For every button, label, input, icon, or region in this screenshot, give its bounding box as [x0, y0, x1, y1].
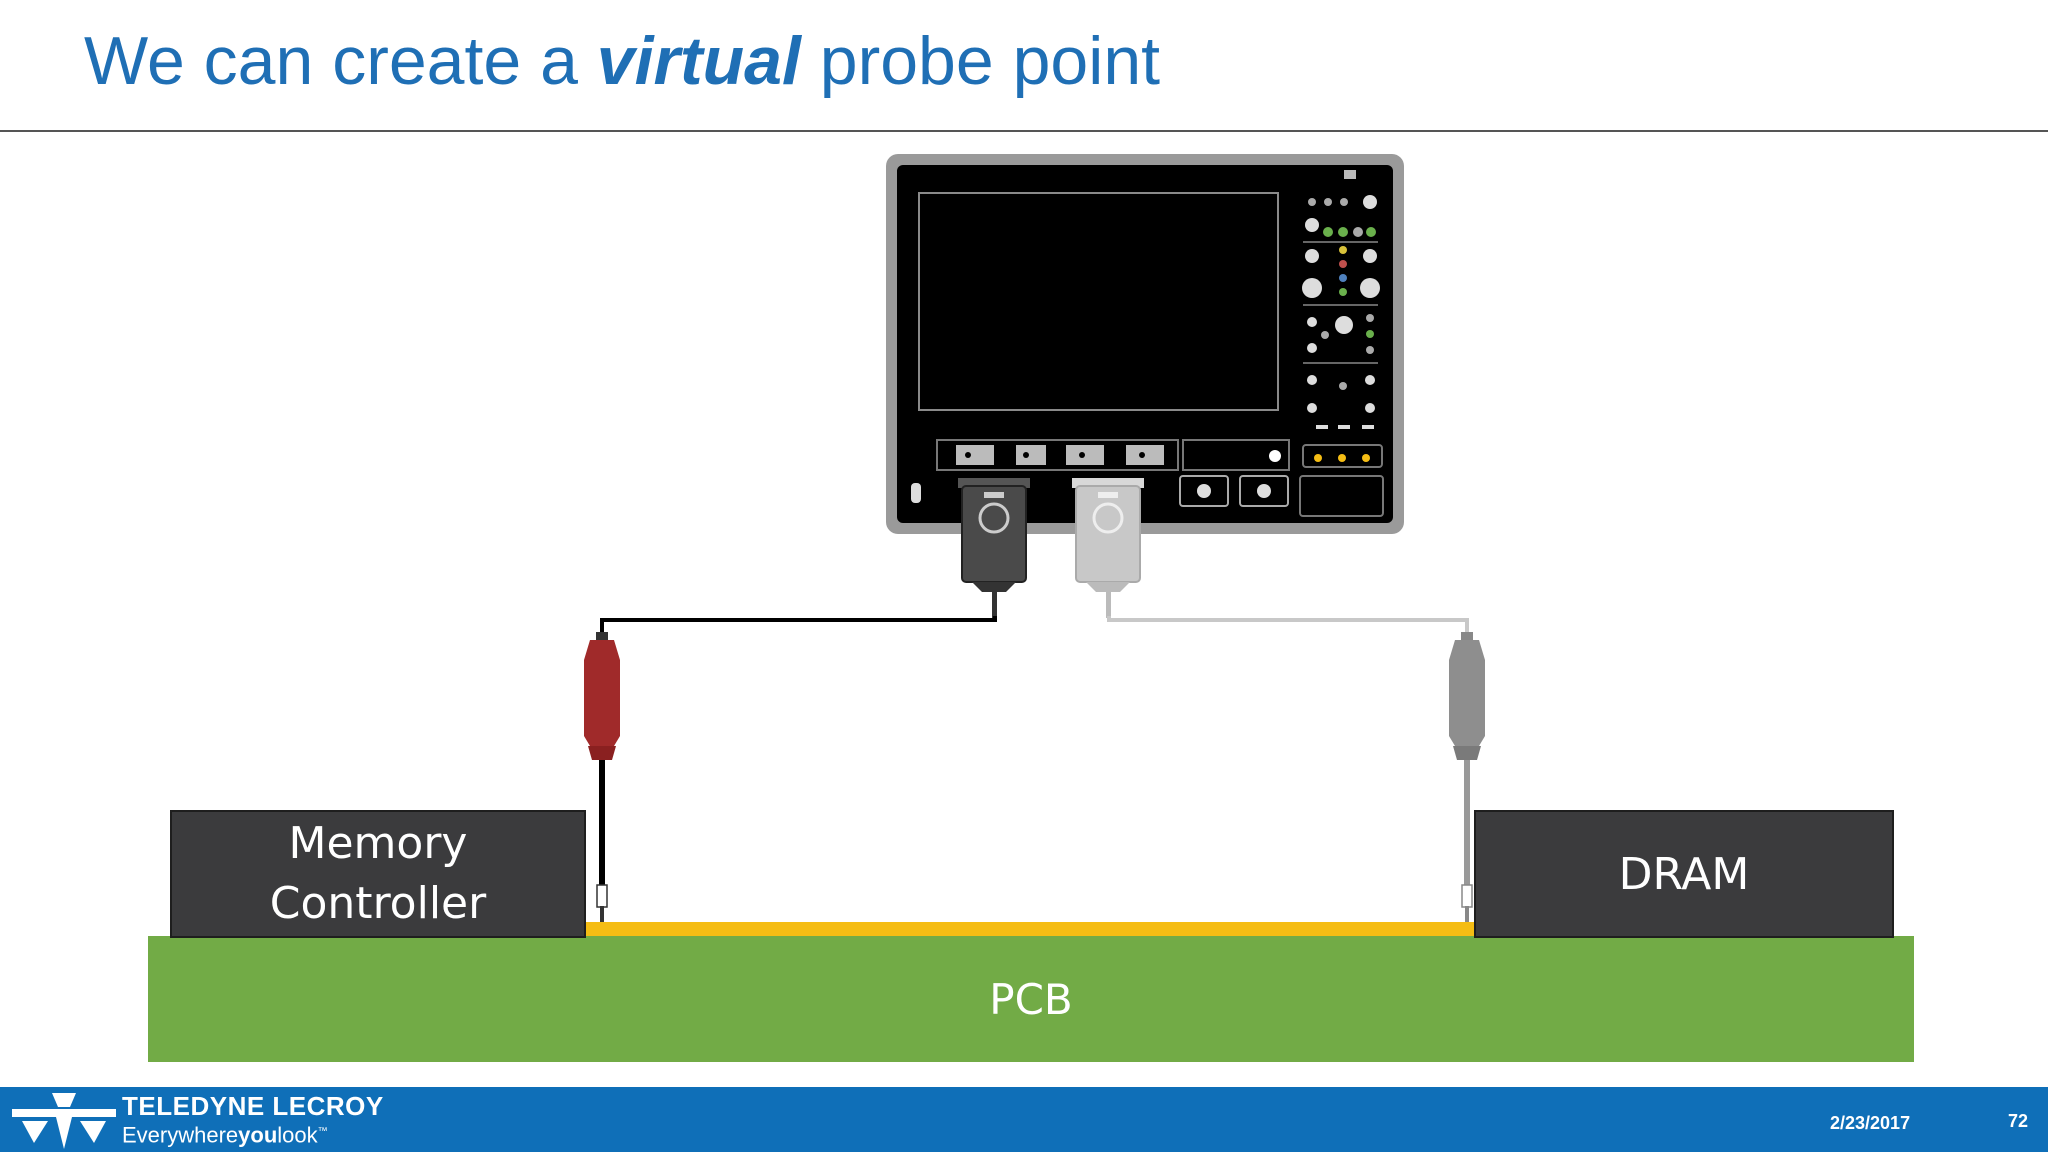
tagline-trademark: ™: [317, 1126, 328, 1137]
slide-page-number: 72: [2008, 1111, 2029, 1131]
memory-controller-label-line2: Controller: [269, 878, 487, 929]
probe-cable-light: [1107, 616, 1469, 635]
probe-connector-light: [1072, 478, 1144, 618]
brand-name: TELEDYNE LECROY: [122, 1091, 384, 1121]
pcb-trace: [586, 922, 1476, 936]
brand-tagline: Everywhereyoulook™: [122, 1119, 384, 1148]
tagline-you: you: [238, 1122, 278, 1148]
title-divider: [0, 130, 2048, 132]
oscilloscope-screen: [918, 192, 1279, 411]
dram-label: DRAM: [1618, 848, 1750, 900]
brand-block: TELEDYNE LECROY Everywhereyoulook™: [122, 1093, 384, 1148]
pcb-label: PCB: [989, 974, 1073, 1024]
probe-cable-dark: [600, 616, 997, 635]
title-text-after: probe point: [800, 23, 1161, 99]
teledyne-logo-icon: [12, 1093, 116, 1149]
slide-title: We can create a virtual probe point: [84, 22, 1160, 100]
probe-red: [584, 632, 620, 922]
pcb-board: PCB: [148, 936, 1914, 1062]
probe-connector-dark: [958, 478, 1030, 618]
slide-date: 2/23/2017: [1830, 1113, 1911, 1133]
dram-block: DRAM: [1474, 810, 1894, 938]
memory-controller-label-line1: Memory: [288, 818, 468, 869]
title-text-before: We can create a: [84, 23, 597, 99]
memory-controller-block: Memory Controller: [170, 810, 586, 938]
oscilloscope: [886, 154, 1404, 534]
footer-bar: TELEDYNE LECROY Everywhereyoulook™ 2/23/…: [0, 1087, 2048, 1152]
oscilloscope-controls: [911, 170, 1384, 517]
title-text-emphasis: virtual: [596, 23, 801, 99]
tagline-look: look: [277, 1122, 318, 1148]
tagline-everywhere: Everywhere: [122, 1122, 239, 1148]
probe-gray: [1449, 632, 1485, 922]
